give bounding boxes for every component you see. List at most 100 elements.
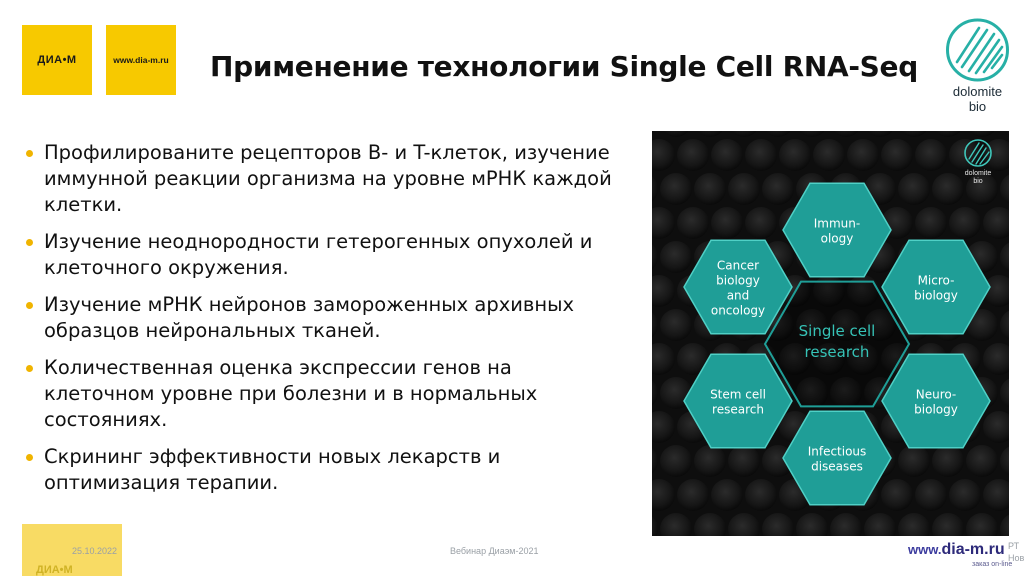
stem-cell-research-hexagon <box>683 353 793 449</box>
background-cell <box>652 448 658 474</box>
dia-m-url-logo: www.dia-m.ru <box>106 25 176 95</box>
background-cell <box>745 139 777 171</box>
bullet-list: Профилированите рецепторов B- и T-клеток… <box>22 140 622 507</box>
footer-site-www: www. <box>908 542 942 557</box>
background-cell <box>711 207 743 239</box>
bullet-dot <box>26 239 33 246</box>
background-cell <box>983 207 1009 239</box>
background-cell <box>652 207 675 239</box>
bullet-text: Количественная оценка экспрессии генов н… <box>44 356 538 431</box>
background-cell <box>652 516 658 536</box>
bullet-text: Скрининг эффективности новых лекарств и … <box>44 445 501 494</box>
cancer-biology-label: biology <box>716 274 760 288</box>
background-cell <box>983 479 1009 511</box>
background-cell <box>660 173 692 205</box>
stem-cell-research-label: Stem cell <box>710 388 766 402</box>
background-cell <box>697 131 723 137</box>
background-cell <box>652 139 675 171</box>
background-cell <box>762 513 794 536</box>
inner-logo-line1: dolomite <box>965 170 992 177</box>
center-label-line1: Single cell <box>799 322 876 340</box>
background-cell <box>711 479 743 511</box>
background-cell <box>652 479 675 511</box>
background-cell <box>813 343 845 375</box>
immunology-label: Immun- <box>814 217 860 231</box>
bullet-item: Изучение мРНК нейронов замороженных архи… <box>22 292 622 344</box>
background-cell <box>652 312 658 338</box>
background-cell <box>1000 242 1009 272</box>
background-cell <box>949 479 981 511</box>
footer-cut-line2: Нов <box>1008 553 1024 563</box>
background-cell <box>765 131 791 137</box>
footer-date: 25.10.2022 <box>72 546 118 556</box>
background-cell <box>915 139 947 171</box>
bullet-dot <box>26 365 33 372</box>
background-cell <box>660 513 692 536</box>
bullet-text: Профилированите рецепторов B- и T-клеток… <box>44 141 612 216</box>
bullet-text: Изучение мРНК нейронов замороженных архи… <box>44 293 575 342</box>
microbiology-label: biology <box>914 289 958 303</box>
infectious-diseases-label: Infectious <box>808 445 867 459</box>
background-cell <box>1000 514 1009 536</box>
background-cell <box>932 173 964 205</box>
background-cell <box>847 343 879 375</box>
microbiology-hexagon <box>881 239 991 335</box>
dia-m-logo: ДИА•М <box>22 25 92 95</box>
bullet-item: Количественная оценка экспрессии генов н… <box>22 355 622 433</box>
slide-title: Применение технологии Single Cell RNA-Se… <box>210 50 918 83</box>
background-cell <box>663 131 689 137</box>
bullet-text: Изучение неоднородности гетерогенных опу… <box>44 230 593 279</box>
background-cell <box>1000 378 1009 408</box>
center-hexagon <box>763 280 911 408</box>
background-cell <box>796 309 828 341</box>
single-cell-diagram-image: dolomite bio Single cell research Immun-… <box>652 131 1009 536</box>
background-cell <box>983 275 1009 307</box>
center-label-line2: research <box>805 343 870 361</box>
immunology-label: ology <box>821 232 854 246</box>
background-cell <box>652 275 675 307</box>
background-cell <box>796 377 828 409</box>
background-cell <box>731 131 757 137</box>
background-cell <box>932 513 964 536</box>
immunology-hexagon <box>782 182 892 278</box>
background-cell <box>652 131 655 134</box>
background-cell <box>867 131 893 137</box>
background-cell <box>1000 174 1009 204</box>
bullet-item: Изучение неоднородности гетерогенных опу… <box>22 229 622 281</box>
hexagon-diagram: dolomite bio Single cell research Immun-… <box>652 131 1009 536</box>
background-cell <box>1003 131 1009 136</box>
background-cell <box>901 131 927 137</box>
neurobiology-label: biology <box>914 403 958 417</box>
background-cell <box>1000 310 1009 340</box>
background-cell <box>652 176 658 202</box>
background-cell <box>847 275 879 307</box>
bullet-item: Профилированите рецепторов B- и T-клеток… <box>22 140 622 218</box>
footer-cut-line1: РТ <box>1008 541 1020 551</box>
background-cell <box>694 173 726 205</box>
background-cell <box>779 139 811 171</box>
background-cell <box>652 343 675 375</box>
bullet-item: Скрининг эффективности новых лекарств и … <box>22 444 622 496</box>
bullet-dot <box>26 150 33 157</box>
footer-cut-text: РТ Нов <box>1008 540 1024 564</box>
cancer-biology-label: oncology <box>711 304 765 318</box>
background-cell <box>830 377 862 409</box>
cancer-biology-hexagon <box>683 239 793 335</box>
background-cell <box>652 244 658 270</box>
inner-logo-line2: bio <box>973 178 982 185</box>
dolomite-bio-icon <box>946 18 1009 82</box>
background-cell <box>652 411 675 443</box>
background-cell <box>652 380 658 406</box>
background-cell <box>728 173 760 205</box>
background-cell <box>830 513 862 536</box>
background-cell <box>1000 446 1009 476</box>
background-cell <box>898 513 930 536</box>
background-cell <box>949 207 981 239</box>
background-cell <box>915 207 947 239</box>
background-cell <box>660 309 692 341</box>
background-cell <box>966 445 998 477</box>
background-cell <box>935 131 961 137</box>
background-cell <box>677 343 709 375</box>
dolomite-bio-logo: dolomite bio <box>940 14 1015 119</box>
dolomite-wordmark: dolomite <box>952 84 1003 99</box>
